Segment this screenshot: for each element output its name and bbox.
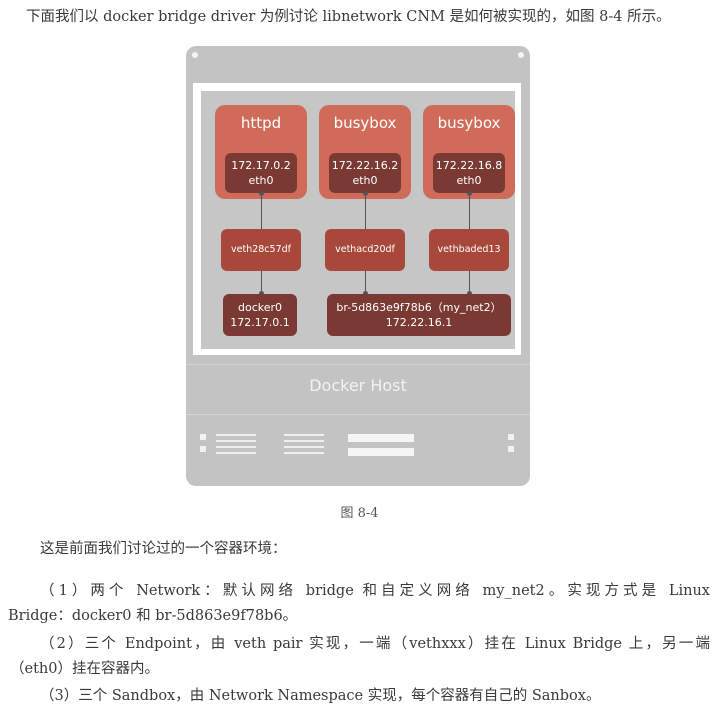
container-ip: 172.22.16.8 <box>435 159 503 172</box>
link-dot <box>363 191 368 196</box>
link-dot <box>363 291 368 296</box>
bridge-name: br-5d863e9f78b6（my_net2） <box>336 301 502 314</box>
rack-led-icon <box>200 434 206 440</box>
link-line <box>365 193 366 229</box>
link-line <box>469 271 470 294</box>
vent-stripe <box>216 446 256 448</box>
vent-stripe <box>284 452 324 454</box>
container-ip: 172.22.16.2 <box>331 159 399 172</box>
host-label: Docker Host <box>309 376 407 395</box>
host-panel: httpd 172.17.0.2 eth0 busybox 172.22.16.… <box>193 83 521 355</box>
veth-2: vethacd20df <box>325 229 405 271</box>
bridge-docker0: docker0 172.17.0.1 <box>223 294 297 336</box>
container-ip: 172.17.0.2 <box>231 159 291 172</box>
bridge-my-net2: br-5d863e9f78b6（my_net2） 172.22.16.1 <box>327 294 511 336</box>
link-dot <box>259 191 264 196</box>
container-httpd: httpd 172.17.0.2 eth0 <box>215 105 307 199</box>
container-iface: eth0 <box>352 174 378 187</box>
drive-slot <box>348 448 414 456</box>
network-diagram: httpd 172.17.0.2 eth0 busybox 172.22.16.… <box>186 46 530 486</box>
link-line <box>261 271 262 294</box>
item-1-line-2: Bridge：docker0 和 br-5d863e9f78b6。 <box>8 608 298 624</box>
vent-stripe <box>216 434 256 436</box>
link-dot <box>467 191 472 196</box>
veth-1: veth28c57df <box>221 229 301 271</box>
vent-stripe <box>284 446 324 448</box>
lead-paragraph: 这是前面我们讨论过的一个容器环境： <box>40 541 287 557</box>
container-name: httpd <box>240 114 282 132</box>
screw-icon <box>192 52 198 58</box>
container-iface: eth0 <box>248 174 274 187</box>
container-busybox-1: busybox 172.22.16.2 eth0 <box>319 105 411 199</box>
bridge-ip: 172.17.0.1 <box>230 316 290 329</box>
bridge-name: docker0 <box>237 301 283 314</box>
item-1-line-1: （1）两个 Network：默认网络 bridge 和自定义网络 my_net2… <box>40 583 710 599</box>
rack-led-icon <box>508 434 514 440</box>
figure-caption: 图 8-4 <box>340 506 379 521</box>
intro-text: 下面我们以 docker bridge driver 为例讨论 libnetwo… <box>26 9 671 25</box>
bridge-ip: 172.22.16.1 <box>385 316 453 329</box>
host-inner: httpd 172.17.0.2 eth0 busybox 172.22.16.… <box>201 91 515 349</box>
vent-stripe <box>284 440 324 442</box>
rack-led-icon <box>200 446 206 452</box>
item-2-line-1: （2）三个 Endpoint，由 veth pair 实现，一端（vethxxx… <box>40 636 710 652</box>
vent-stripe <box>284 434 324 436</box>
divider <box>186 364 530 365</box>
container-busybox-2: busybox 172.22.16.8 eth0 <box>423 105 515 199</box>
link-line <box>469 193 470 229</box>
item-2-line-2: （eth0）挂在容器内。 <box>10 661 159 677</box>
container-address: 172.22.16.2 eth0 <box>329 153 401 193</box>
drive-slot <box>348 434 414 442</box>
container-address: 172.17.0.2 eth0 <box>225 153 297 193</box>
rack-led-icon <box>508 446 514 452</box>
container-name: busybox <box>333 114 397 132</box>
vent-stripe <box>216 440 256 442</box>
vent-stripe <box>216 452 256 454</box>
link-line <box>365 271 366 294</box>
veth-3: vethbaded13 <box>429 229 509 271</box>
link-line <box>261 193 262 229</box>
link-dot <box>259 291 264 296</box>
container-name: busybox <box>437 114 501 132</box>
container-iface: eth0 <box>456 174 482 187</box>
divider <box>186 414 530 415</box>
item-3-line-1: （3）三个 Sandbox，由 Network Namespace 实现，每个容… <box>40 688 601 704</box>
container-address: 172.22.16.8 eth0 <box>433 153 505 193</box>
screw-icon <box>518 52 524 58</box>
link-dot <box>467 291 472 296</box>
